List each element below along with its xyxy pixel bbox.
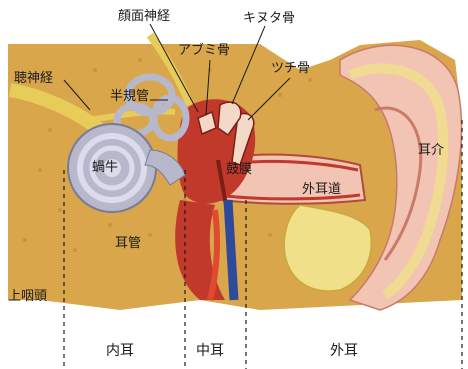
label-nasopharynx: 上咽頭: [8, 290, 47, 303]
label-stapes: アブミ骨: [178, 44, 230, 57]
label-incus: キヌタ骨: [243, 12, 295, 25]
label-cochlea: 蝸牛: [92, 161, 118, 174]
region-inner-ear: 内耳: [106, 344, 134, 358]
label-eardrum: 鼓膜: [226, 163, 252, 176]
label-eustachian-tube: 耳管: [115, 237, 141, 250]
label-auricle: 耳介: [418, 144, 444, 157]
label-semicircular-canals: 半規管: [110, 90, 149, 103]
label-external-auditory-canal: 外耳道: [302, 183, 341, 196]
region-middle-ear: 中耳: [196, 344, 224, 358]
label-malleus: ツチ骨: [271, 62, 310, 75]
label-facial-nerve: 顔面神経: [118, 10, 170, 23]
label-auditory-nerve: 聴神経: [14, 72, 53, 85]
vessel-blue: [228, 200, 234, 300]
region-outer-ear: 外耳: [330, 344, 358, 358]
